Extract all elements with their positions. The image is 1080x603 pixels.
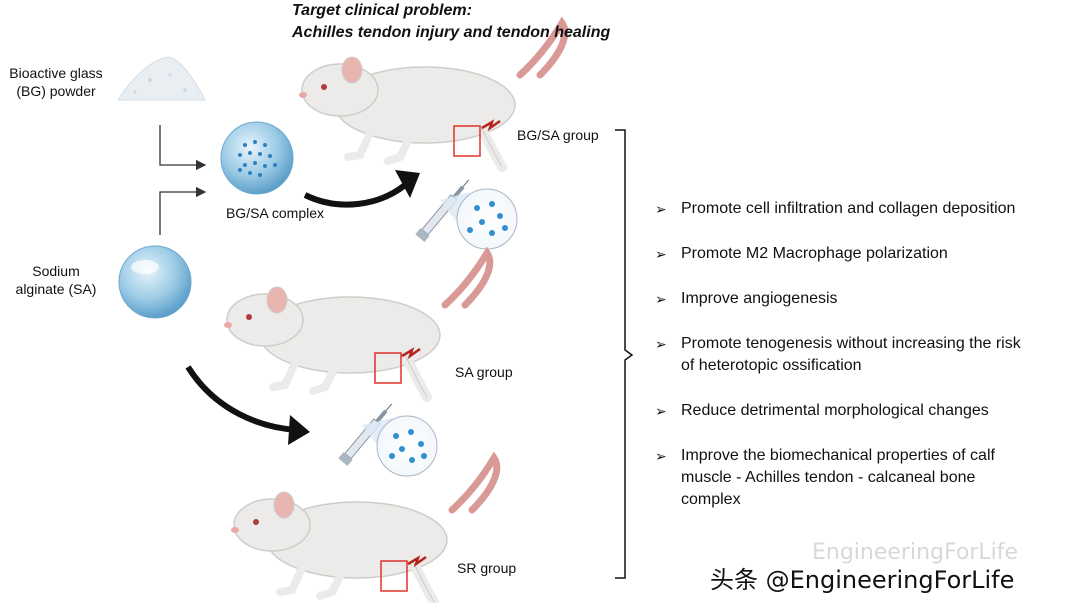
outcome-text: Reduce detrimental morphological changes — [681, 402, 989, 419]
group-label-bgsa: BG/SA group — [517, 127, 599, 143]
bgsa-complex-label: BG/SA complex — [225, 205, 325, 221]
outcome-item: ➢ Improve angiogenesis — [655, 288, 1075, 310]
rat-bgsa-group-image — [299, 23, 565, 167]
outcome-item: ➢ Promote M2 Macrophage polarization — [655, 243, 1075, 265]
bioactive-glass-label: Bioactive glass (BG) powder — [0, 64, 112, 100]
outcomes-list: ➢ Promote cell infiltration and collagen … — [655, 198, 1075, 534]
rat-sr-group-image — [231, 458, 497, 602]
outcome-text: Improve angiogenesis — [681, 290, 838, 307]
bullet-arrow-icon: ➢ — [655, 448, 667, 464]
sa-label-line-1: Sodium — [32, 263, 80, 279]
outcome-text: Promote M2 Macrophage polarization — [681, 245, 948, 262]
bullet-arrow-icon: ➢ — [655, 403, 667, 419]
bg-label-line-2: (BG) powder — [16, 83, 96, 99]
outcome-text: Promote cell infiltration and collagen d… — [681, 200, 1016, 217]
injury-box-sa — [374, 352, 402, 384]
outcome-text: muscle - Achilles tendon - calcaneal bon… — [681, 469, 976, 486]
group-label-sa: SA group — [455, 364, 513, 380]
outcome-text: Promote tenogenesis without increasing t… — [681, 335, 1021, 352]
bioactive-glass-powder-icon — [117, 56, 206, 101]
powder-connector — [159, 125, 207, 171]
bullet-arrow-icon: ➢ — [655, 246, 667, 262]
title-line-1: Target clinical problem: — [292, 2, 472, 19]
sa-injectate-magnified-icon — [362, 415, 438, 477]
rat-sa-group-image — [224, 253, 490, 397]
sodium-alginate-sphere-icon — [118, 245, 192, 319]
page-title: Target clinical problem: Achilles tendon… — [292, 0, 610, 44]
outcome-text: of heterotopic ossification — [681, 357, 862, 374]
alginate-connector — [159, 186, 207, 235]
bgsa-complex-sphere-icon — [220, 121, 294, 195]
bullet-arrow-icon: ➢ — [655, 291, 667, 307]
group-label-sr: SR group — [457, 560, 517, 576]
bullet-arrow-icon: ➢ — [655, 201, 667, 217]
sodium-alginate-label: Sodium alginate (SA) — [0, 262, 112, 298]
outcome-item: ➢ Improve the biomechanical properties of… — [655, 445, 1075, 511]
outcome-item: ➢ Promote cell infiltration and collagen … — [655, 198, 1075, 220]
watermark-main: 头条 @EngineeringForLife — [710, 566, 1015, 594]
injury-box-bgsa — [453, 125, 481, 157]
outcome-text: complex — [681, 491, 741, 508]
arrow-to-bgsa-group — [303, 170, 420, 208]
outcome-item: ➢ Promote tenogenesis without increasing … — [655, 333, 1075, 377]
sa-label-line-2: alginate (SA) — [15, 281, 97, 297]
bg-label-line-1: Bioactive glass — [9, 65, 103, 81]
outcome-text: Improve the biomechanical properties of … — [681, 447, 995, 464]
bgsa-injectate-magnified-icon — [440, 188, 518, 250]
bullet-arrow-icon: ➢ — [655, 336, 667, 352]
outcome-item: ➢ Reduce detrimental morphological change… — [655, 400, 1075, 422]
injury-box-sr — [380, 560, 408, 592]
title-line-2: Achilles tendon injury and tendon healin… — [292, 24, 611, 41]
outcomes-bracket — [615, 129, 634, 579]
arrow-to-sa-group — [185, 365, 310, 445]
watermark-faint: EngineeringForLife — [812, 540, 1019, 565]
